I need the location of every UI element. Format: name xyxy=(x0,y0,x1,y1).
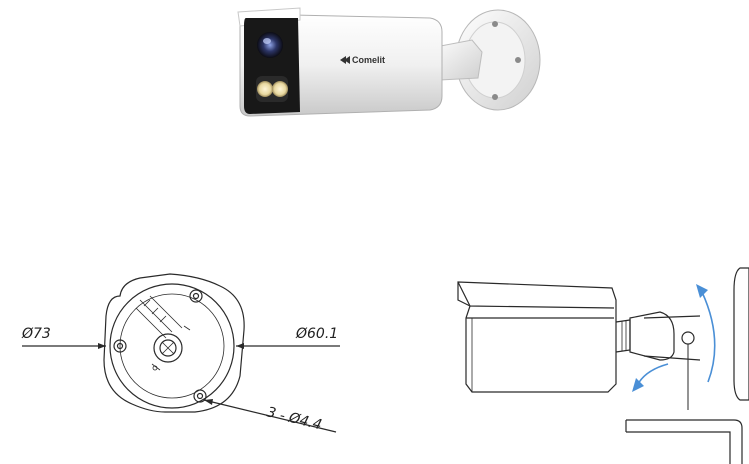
camera-lens xyxy=(257,32,283,58)
screw-holes xyxy=(113,289,207,403)
center-hub xyxy=(153,333,183,363)
rotation-arrow-down xyxy=(637,363,669,385)
camera-product-photo: Comelit xyxy=(237,7,541,117)
base-dimension-drawing xyxy=(22,273,340,433)
adjustment-side-view xyxy=(457,267,749,464)
screw-hole-leader xyxy=(203,399,337,433)
screw-holes-label: 3 - Ø4.4 xyxy=(265,404,323,433)
outer-diameter-label: Ø73 xyxy=(21,326,51,342)
inner-diameter-label: Ø60.1 xyxy=(295,326,338,342)
rotation-arrows xyxy=(632,284,716,392)
adjustment-screw xyxy=(681,331,695,345)
rotation-arrow-up xyxy=(701,291,716,383)
outer-circle xyxy=(109,283,235,409)
brand-logo: Comelit xyxy=(340,55,385,65)
base-outline xyxy=(103,273,245,413)
allen-key xyxy=(625,419,743,464)
camera-side-body xyxy=(457,281,617,393)
wall-bracket xyxy=(733,267,749,401)
led-lights xyxy=(256,76,288,102)
mount-arm xyxy=(629,311,675,361)
wall-mount xyxy=(455,9,541,111)
svg-text:Comelit: Comelit xyxy=(352,55,385,65)
